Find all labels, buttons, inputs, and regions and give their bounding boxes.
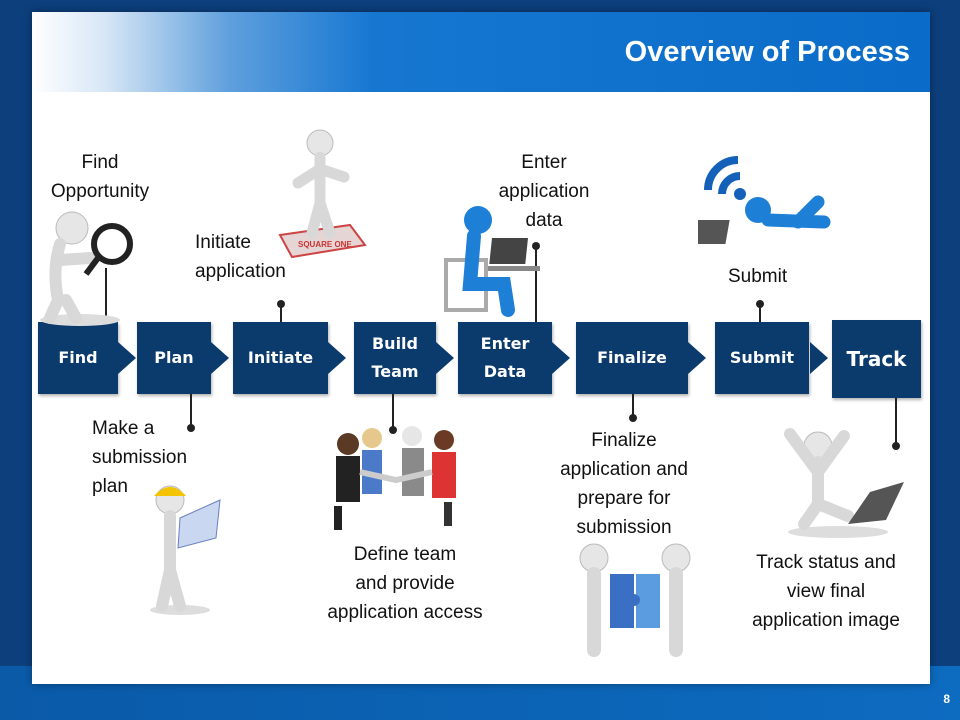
step-initiate: Initiate [233, 322, 328, 394]
connector-dot [892, 442, 900, 450]
connector-dot [629, 414, 637, 422]
step-build-team: Build Team [354, 322, 436, 394]
puzzle-figure-icon [579, 543, 691, 657]
connector-line [280, 304, 282, 322]
connector-dot [756, 300, 764, 308]
arrow-icon [436, 342, 454, 374]
label-define-team: Define team and provide application acce… [327, 544, 483, 623]
arrow-icon [328, 342, 346, 374]
connector-line [105, 268, 107, 322]
label-enter-data: Enter application data [498, 152, 590, 231]
arrow-icon [688, 342, 706, 374]
magnifier-figure-icon [40, 211, 133, 326]
label-initiate-application: Initiate application [195, 232, 286, 282]
title-banner: Overview of Process [32, 12, 930, 92]
connector-line [392, 394, 394, 430]
square-one-sign: SQUARE ONE [298, 240, 352, 249]
team-handshake-figure-icon [334, 426, 456, 530]
arrow-icon [211, 342, 229, 374]
connector-line [632, 394, 634, 418]
worker-blueprint-figure-icon [150, 485, 221, 615]
connector-dot [532, 242, 540, 250]
computer-user-figure-icon [444, 206, 540, 317]
label-track-status: Track status and view final application … [752, 552, 900, 631]
label-finalize: Finalize application and prepare for sub… [560, 430, 688, 538]
arrow-icon [552, 342, 570, 374]
slide-number: 8 [943, 692, 950, 706]
step-find: Find [38, 322, 118, 394]
connector-line [190, 394, 192, 428]
connector-line [535, 246, 537, 322]
arrow-icon [810, 342, 828, 374]
celebrating-laptop-figure-icon [784, 428, 904, 538]
step-enter-data: Enter Data [458, 322, 552, 394]
step-track: Track [832, 320, 921, 398]
label-make-plan: Make a submission plan [92, 418, 188, 497]
wifi-laptop-figure-icon [698, 156, 831, 244]
connector-line [759, 306, 761, 322]
square-one-figure-icon: SQUARE ONE [278, 129, 367, 259]
connector-dot [277, 300, 285, 308]
step-finalize: Finalize [576, 322, 688, 394]
label-submit: Submit [728, 266, 788, 287]
connector-dot [389, 426, 397, 434]
connector-line [895, 398, 897, 446]
connector-dot [187, 424, 195, 432]
label-find-opportunity: Find Opportunity [50, 152, 150, 202]
step-submit: Submit [715, 322, 809, 394]
step-plan: Plan [137, 322, 211, 394]
arrow-icon [118, 342, 136, 374]
slide-title: Overview of Process [624, 36, 910, 68]
